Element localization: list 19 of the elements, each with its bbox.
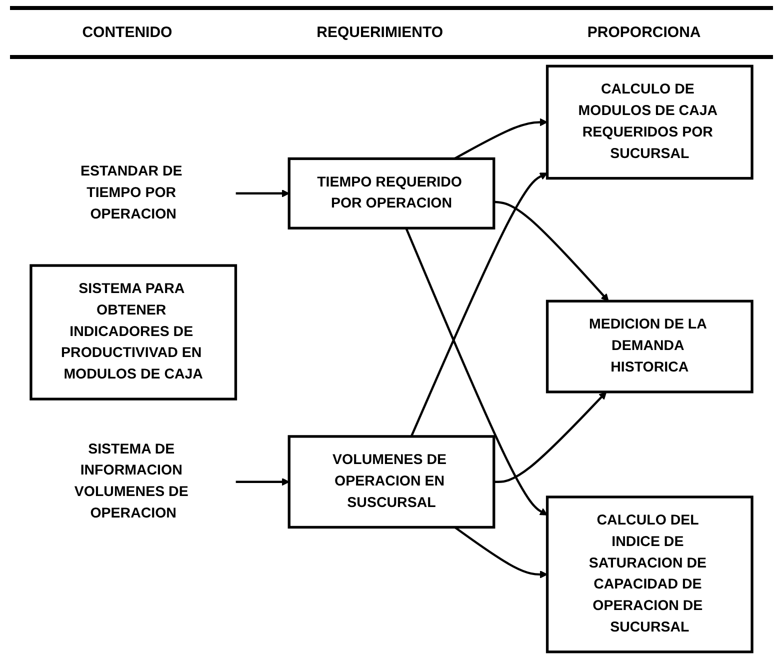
arrow [405,228,548,516]
arrow [236,478,290,486]
node-box: VOLUMENES DE OPERACION EN SUSCURSAL [288,435,496,529]
node-box: SISTEMA PARA OBTENER INDICADORES DE PRODUCTIVIVAD EN MODULOS DE CAJA [30,264,238,400]
node-text: SISTEMA DE INFORMACION VOLUMENES DE OPERACION [74,442,188,522]
node-box: CALCULO DEL INDICE DE SATURACION DE CAPACIDAD DE OPERACION DE SUCURSAL [546,496,754,654]
arrow [236,190,290,198]
column-heading: REQUERIMIENTO [316,24,444,41]
arrow [494,200,609,302]
node-box: MEDICION DE LA DEMANDA HISTORICA [546,300,754,394]
arrow [454,118,548,160]
node-box: TIEMPO REQUERIDO POR OPERACION [288,157,496,230]
column-heading: CONTENIDO [82,24,172,41]
arrow [494,392,607,483]
node-text: ESTANDAR DE TIEMPO POR OPERACION [80,164,182,222]
arrow [410,172,548,437]
arrow [454,526,548,578]
column-heading: PROPORCIONA [587,24,701,41]
node-box: CALCULO DE MODULOS DE CAJA REQUERIDOS POR SUCURSAL [546,64,754,180]
